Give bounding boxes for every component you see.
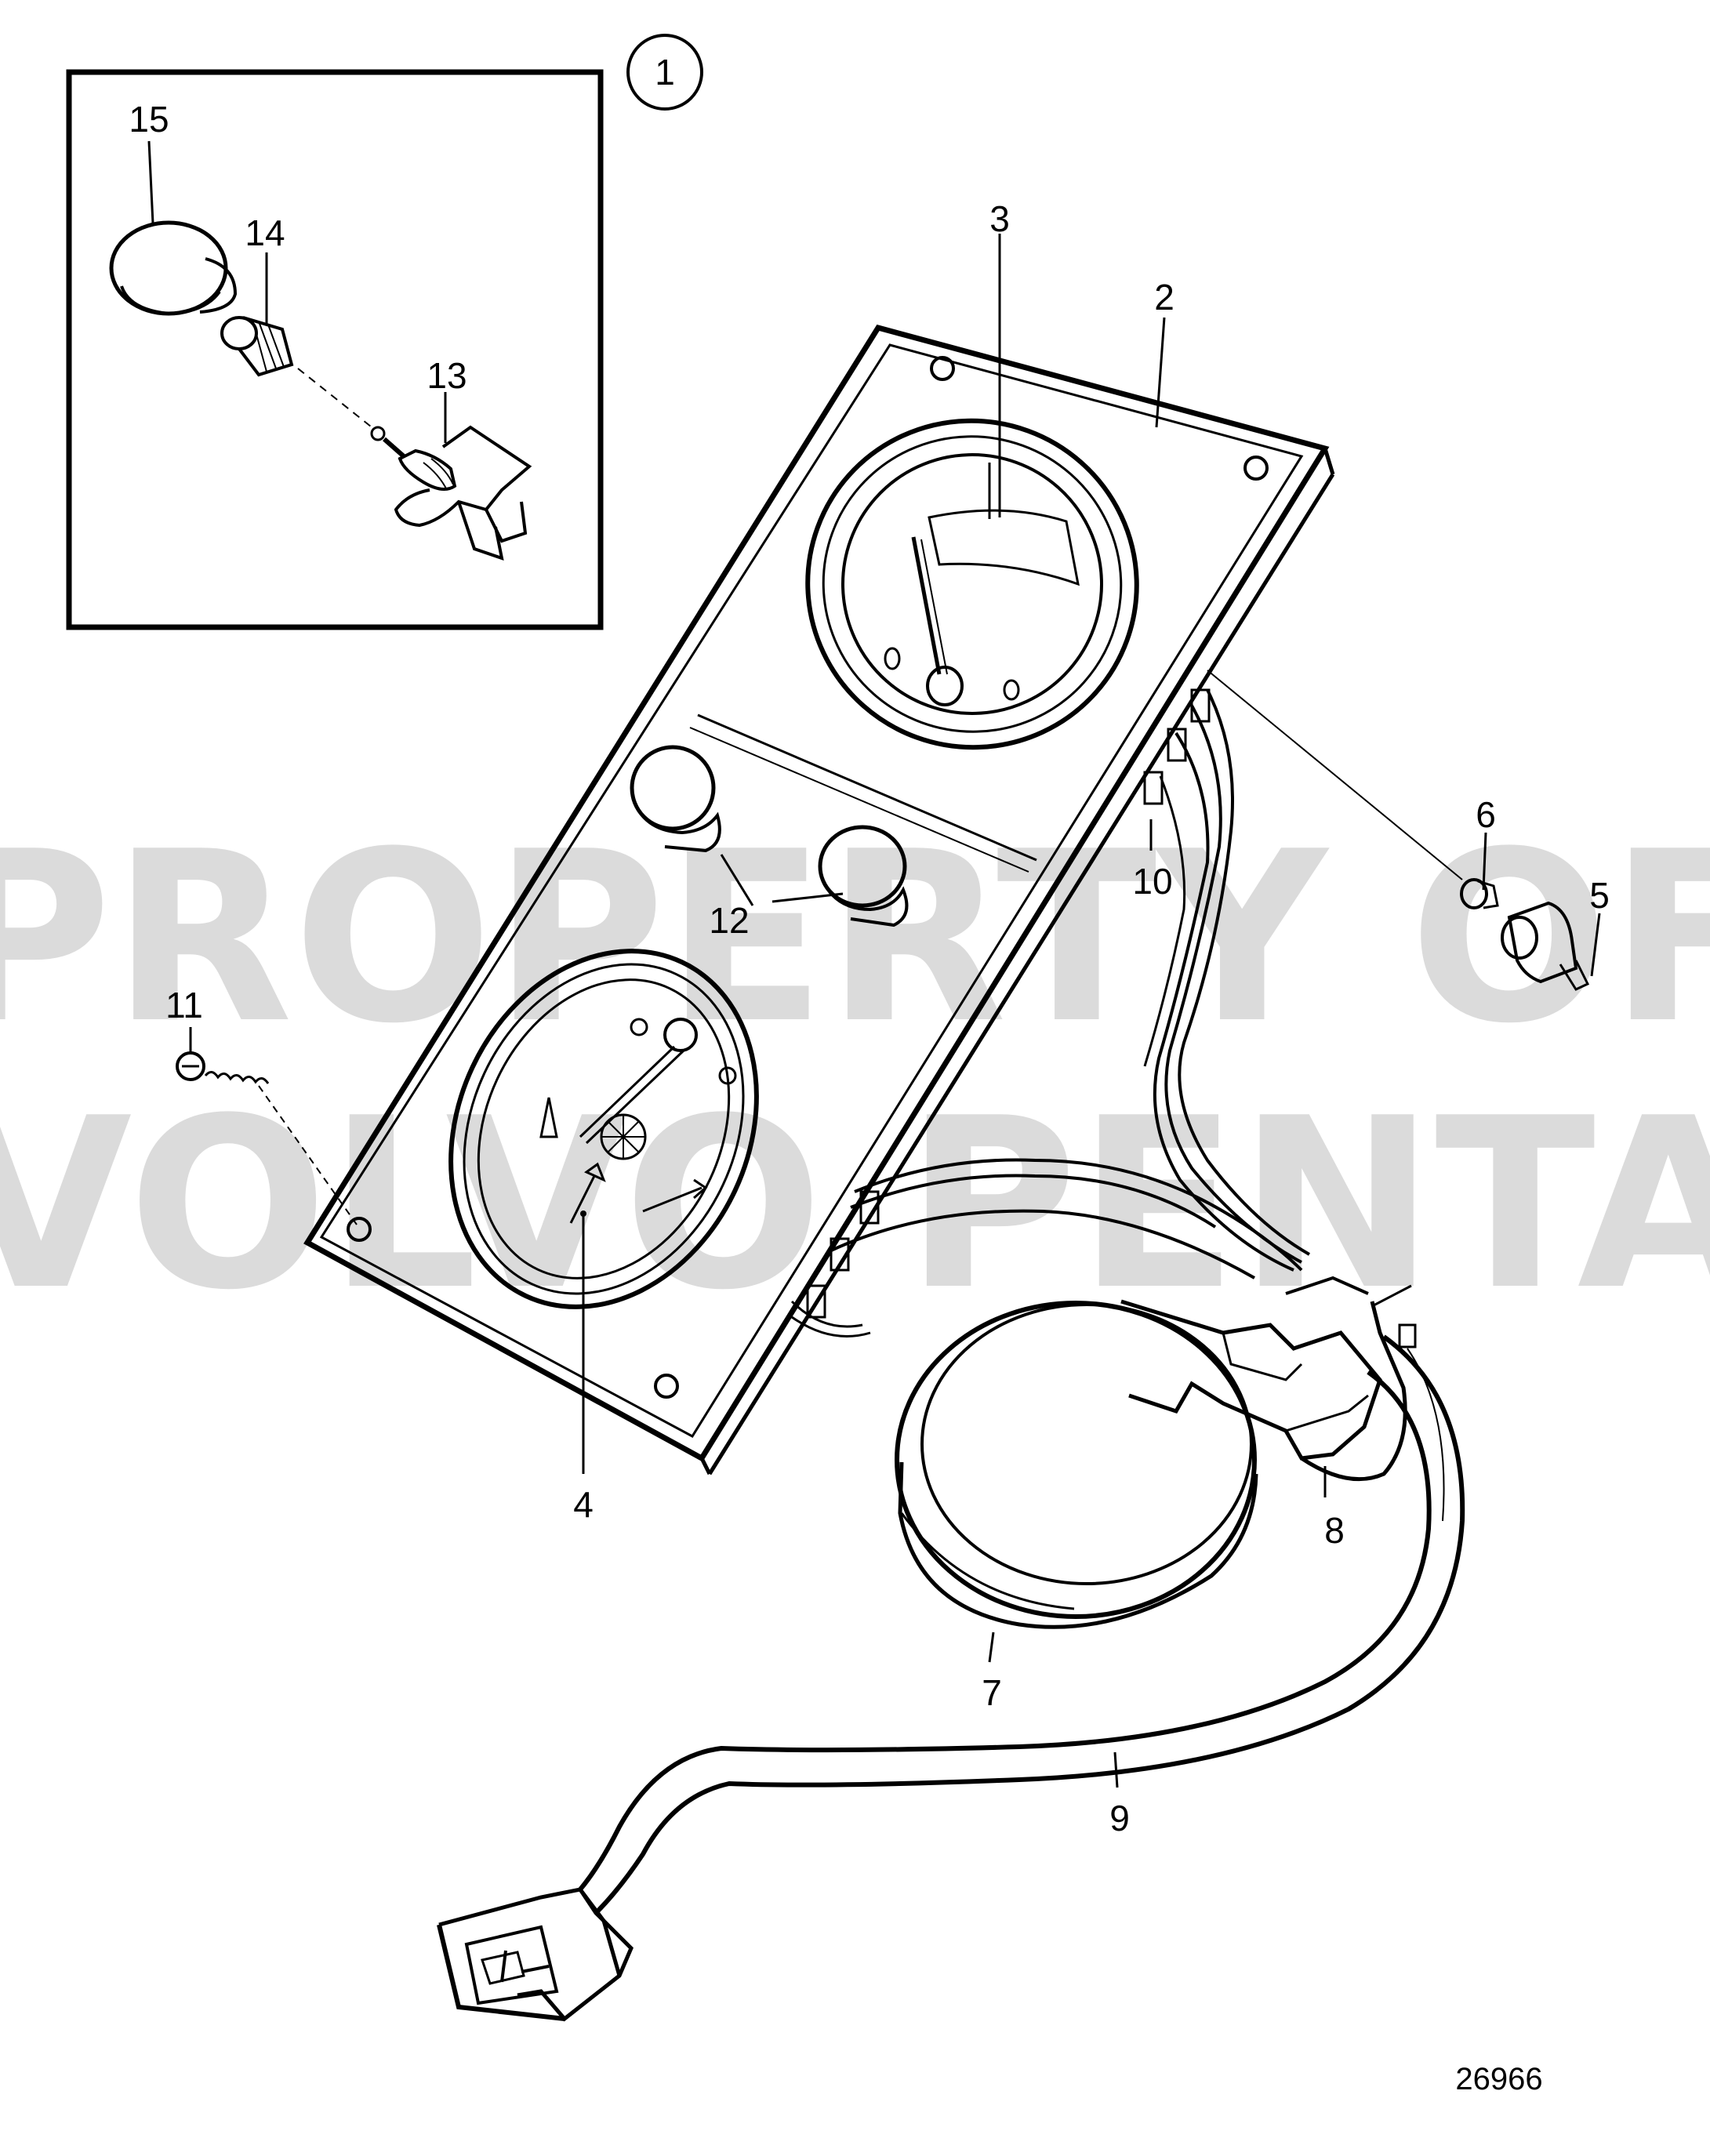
callout-labels: 2 3 4 5 6 7 8 9 10 11 12 13 14 15: [129, 99, 1609, 1838]
knob-part-15: [109, 220, 238, 316]
callout-2: 2: [1154, 277, 1174, 318]
callout-9: 9: [1109, 1798, 1130, 1838]
callout-3: 3: [989, 198, 1010, 239]
cable-harness-part-9: [437, 1334, 1465, 2022]
nut-part-14: [220, 316, 294, 377]
callout-7: 7: [982, 1672, 1002, 1713]
leader-lines: [147, 140, 1601, 1788]
callout-8: 8: [1324, 1510, 1345, 1551]
bulb-part-6: [1460, 878, 1499, 909]
callout-13: 13: [427, 355, 467, 396]
callout-6: 6: [1476, 794, 1496, 835]
callout-5: 5: [1589, 875, 1610, 916]
figure-number: 26966: [1455, 2062, 1542, 2096]
callout-14: 14: [245, 212, 285, 253]
callout-4: 4: [573, 1484, 594, 1525]
wiring-loom: [790, 688, 1310, 1338]
watermark: PROPERTY OF VOLVO PENTA: [0, 801, 1710, 1341]
instrument-panel: [303, 324, 1335, 1475]
clamp-part-8: [1120, 1276, 1417, 1482]
bulb-holder-part-5: [1501, 901, 1590, 991]
callout-10: 10: [1132, 861, 1172, 902]
bracket-ring-part-7: [895, 1301, 1258, 1629]
callout-11: 11: [165, 985, 203, 1025]
gauge-part-3: [805, 418, 1139, 750]
knob-part-12: [630, 745, 909, 927]
inset-marker-label: 1: [655, 52, 675, 93]
switch-part-13: [297, 368, 532, 561]
inset-detail: 1: [66, 34, 703, 630]
inset-marker-circle: [626, 34, 703, 111]
callout-15: 15: [129, 99, 169, 140]
watermark-line1: PROPERTY OF: [0, 801, 1710, 1075]
inset-frame: [66, 69, 604, 630]
gauge-part-4: [448, 949, 759, 1309]
callout-12: 12: [709, 900, 749, 941]
